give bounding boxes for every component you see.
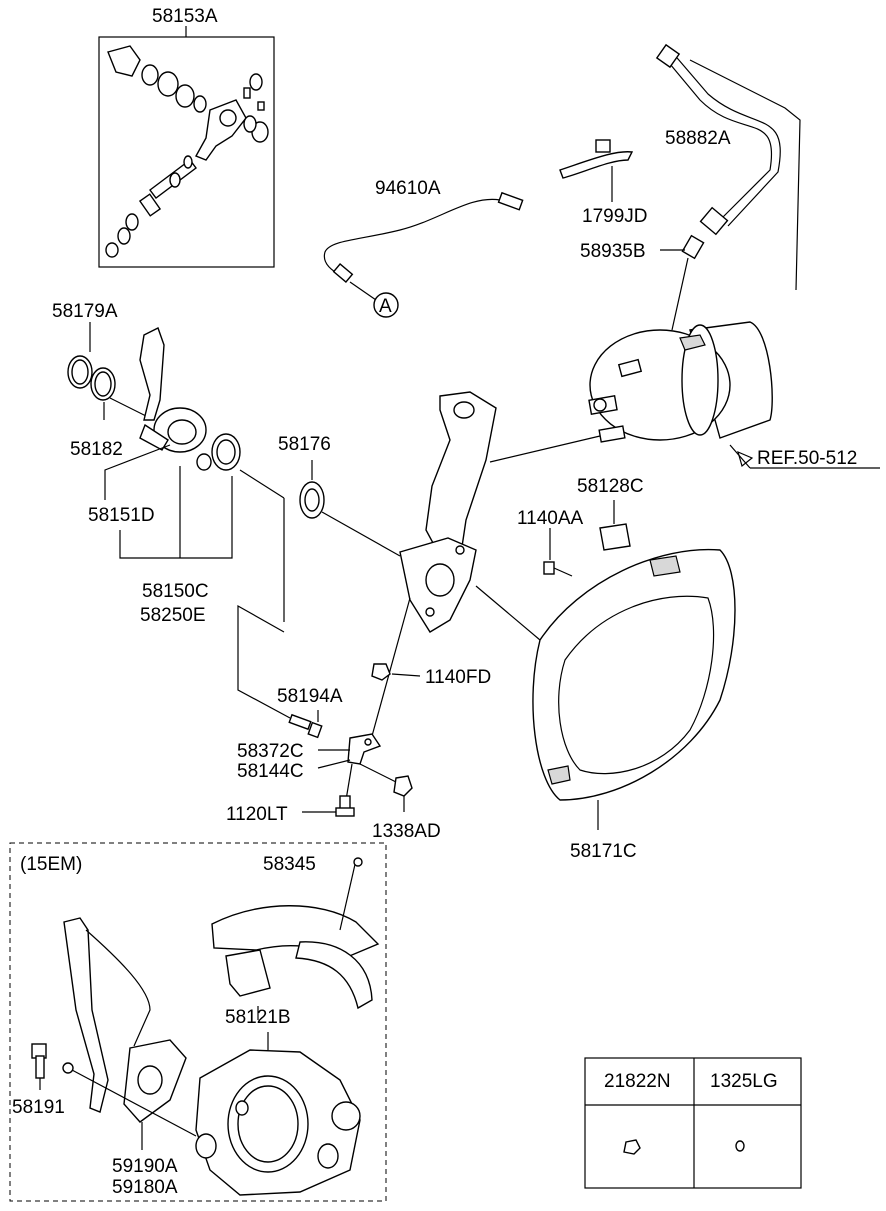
label-59190A: 59190A (112, 1156, 178, 1177)
seal-rings-58179A-58182 (67, 322, 151, 420)
label-1140FD: 1140FD (425, 667, 491, 688)
label-58882A: 58882A (665, 128, 731, 149)
label-15EM: (15EM) (20, 854, 82, 875)
label-58150C: 58150C (142, 581, 209, 602)
label-58179A: 58179A (52, 301, 118, 322)
option-box-15EM (9, 842, 387, 1202)
kit-58153A (98, 26, 275, 268)
nut-1338AD (393, 775, 413, 812)
legend-table (584, 1057, 802, 1189)
bolt-1120LT (302, 795, 355, 817)
legend-header-1325LG: 1325LG (710, 1071, 778, 1092)
air-hose-58882A (655, 43, 801, 291)
label-58153A: 58153A (152, 6, 218, 27)
label-58372C: 58372C (237, 741, 304, 762)
label-59180A: 59180A (112, 1177, 178, 1198)
dust-shield-58171C (532, 548, 736, 830)
brake-chamber (489, 321, 880, 469)
legend-header-21822N: 21822N (604, 1071, 671, 1092)
bolt-1140AA (543, 528, 573, 577)
label-58182: 58182 (70, 439, 123, 460)
label-58250E: 58250E (140, 605, 206, 626)
sensor-cable-94610A (323, 191, 524, 318)
label-58128C: 58128C (577, 476, 644, 497)
label-1338AD: 1338AD (372, 821, 441, 842)
nut-1140FD (371, 663, 421, 681)
fitting-58935B (660, 234, 705, 331)
label-58935B: 58935B (580, 241, 646, 262)
bracket-58372C-58144C (317, 733, 397, 801)
clip-1799JD (559, 139, 634, 202)
washer-58176 (299, 460, 401, 557)
label-58176: 58176 (278, 434, 331, 455)
label-58151D: 58151D (88, 505, 155, 526)
label-1799JD: 1799JD (582, 206, 648, 227)
nut-21822N-icon (623, 1139, 641, 1155)
label-58121B: 58121B (225, 1007, 291, 1028)
label-58194A: 58194A (277, 686, 343, 707)
label-58171C: 58171C (570, 841, 637, 862)
label-1120LT: 1120LT (226, 804, 288, 825)
label-58345: 58345 (263, 854, 316, 875)
label-94610A: 94610A (375, 178, 441, 199)
label-58191: 58191 (12, 1097, 65, 1118)
plate-58128C (599, 500, 631, 551)
bushings-58150C-58250E (119, 433, 291, 719)
washer-1325LG-icon (735, 1140, 745, 1152)
bracket-58151D (104, 327, 207, 500)
label-1140AA: 1140AA (517, 508, 584, 529)
label-REF-50-512: REF.50-512 (757, 448, 857, 469)
bolt-58194A (288, 710, 323, 739)
main-bracket (371, 391, 541, 737)
label-A: A (379, 296, 392, 317)
label-58144C: 58144C (237, 761, 304, 782)
